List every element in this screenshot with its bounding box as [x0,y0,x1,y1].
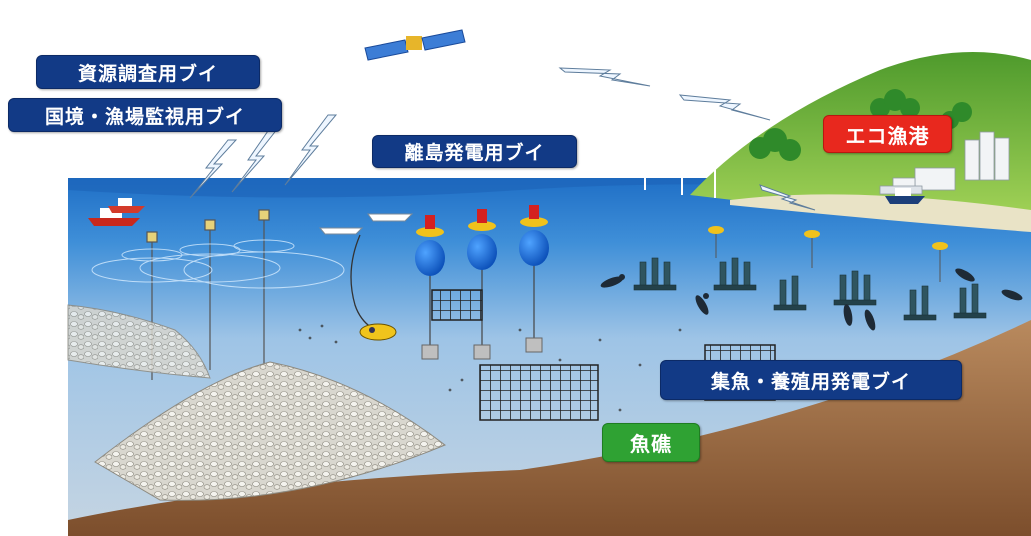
satellite-icon [364,29,466,61]
stone-reef [67,304,211,379]
lightning-icon [189,67,816,211]
building-icon [879,131,1010,195]
border-monitoring-buoy-label: 国境・漁場監視用ブイ [8,98,282,132]
fish-reef-label: 魚礁 [602,423,700,462]
fish-school [298,324,682,412]
eco-fishing-port-label: エコ漁港 [823,115,952,153]
diver-icon [600,268,1023,331]
buoy-icon [708,226,948,282]
seabed [68,320,1031,536]
sonar-rings [91,239,345,289]
stone-reef [94,361,446,501]
wind-turbine-icon [629,133,730,198]
fish-tower [633,257,987,321]
buoy-icon [415,205,549,360]
boat-icon [885,188,925,204]
fish-gathering-power-buoy-label: 集魚・養殖用発電ブイ [660,360,962,400]
resource-survey-buoy-label: 資源調査用ブイ [36,55,260,89]
boat-icon [88,198,414,235]
island-power-buoy-label: 離島発電用ブイ [372,135,577,168]
submersible-icon [359,323,397,341]
tree-icon [749,89,972,161]
